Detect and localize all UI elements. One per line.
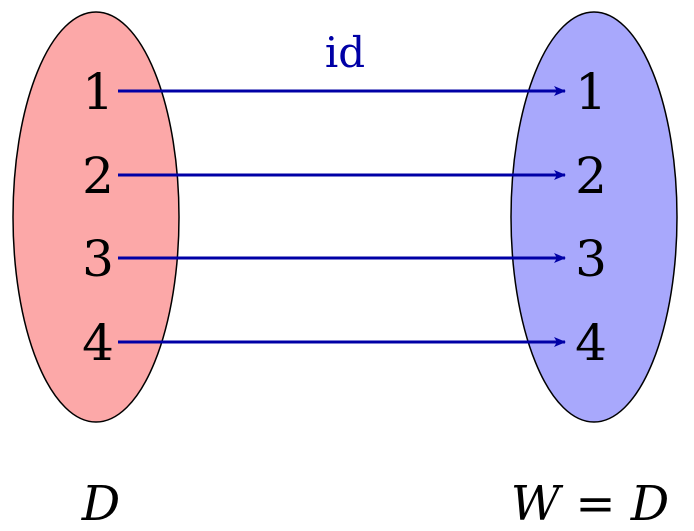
domain-element-3: 3 — [82, 230, 114, 288]
domain-element-4: 4 — [82, 314, 114, 372]
domain-set-label: D — [81, 476, 120, 531]
domain-element-2: 2 — [82, 147, 114, 205]
codomain-set-label: W = D — [511, 476, 670, 531]
codomain-element-1: 1 — [575, 63, 607, 121]
mapping-label: id — [325, 28, 365, 77]
domain-element-1: 1 — [82, 63, 114, 121]
codomain-element-2: 2 — [575, 147, 607, 205]
codomain-element-3: 3 — [575, 230, 607, 288]
domain-set-ellipse — [12, 11, 180, 423]
codomain-element-4: 4 — [575, 314, 607, 372]
codomain-set-ellipse — [510, 11, 678, 423]
mapping-arrows — [118, 86, 566, 347]
